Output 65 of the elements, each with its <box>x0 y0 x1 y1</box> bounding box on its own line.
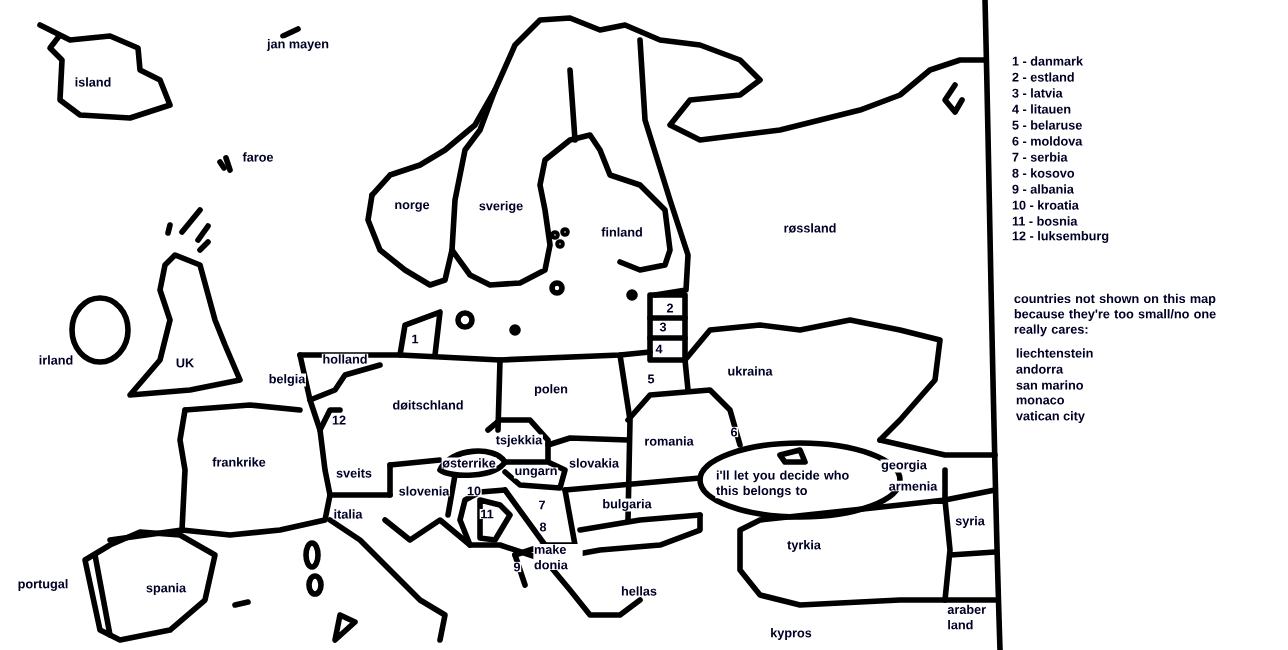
key-entry: 5 - belaruse <box>1012 120 1082 130</box>
list-item: andorra <box>1016 364 1064 374</box>
key-entry: 2 - estland <box>1012 72 1074 82</box>
number-label: 12 <box>331 414 347 426</box>
country-label: kypros <box>769 627 813 641</box>
country-label: araber land <box>946 604 994 630</box>
key-entry: 11 - bosnia <box>1012 216 1078 226</box>
country-label: jan mayen <box>266 38 330 52</box>
country-label: polen <box>533 383 569 397</box>
country-label: hellas <box>620 585 658 597</box>
country-label: tsjekkia <box>495 434 543 448</box>
country-label: UK <box>175 357 195 369</box>
country-label: romania <box>643 435 695 447</box>
number-label: 7 <box>537 500 547 511</box>
number-label: 8 <box>538 521 548 533</box>
country-label: slovenia <box>398 485 450 497</box>
key-entry: 6 - moldova <box>1012 136 1083 146</box>
country-label: østerrike <box>441 457 497 469</box>
number-label: 3 <box>658 321 668 333</box>
country-label: island <box>74 76 112 88</box>
country-label: døitschland <box>391 399 465 411</box>
country-label: røssland <box>782 222 838 234</box>
list-item: liechtenstein <box>1016 348 1093 358</box>
key-entry: 9 - albania <box>1012 184 1074 194</box>
number-label: 1 <box>410 334 420 345</box>
country-label: spania <box>145 582 187 596</box>
country-label: italia <box>332 508 364 520</box>
number-label: 5 <box>646 373 656 385</box>
country-label: sverige <box>478 200 524 214</box>
country-label: armenia <box>888 480 938 492</box>
country-label: sveits <box>335 467 373 479</box>
country-label: tyrkia <box>786 539 822 553</box>
list-item: san marino <box>1016 380 1083 390</box>
key-entry: 8 - kosovo <box>1012 168 1075 178</box>
country-label: irland <box>38 354 74 366</box>
country-label: belgia <box>268 373 306 387</box>
country-label: slovakia <box>568 457 620 469</box>
note-text: countries not shown on this map because they're too small/no one really cares: <box>1014 293 1216 337</box>
key-entry: 1 - danmark <box>1012 56 1084 66</box>
number-label: 6 <box>729 426 739 438</box>
key-entry: 10 - kroatia <box>1012 200 1079 210</box>
country-label: faroe <box>241 151 275 163</box>
number-label: 2 <box>665 302 675 314</box>
number-label: 10 <box>466 485 482 497</box>
country-label: bulgaria <box>601 498 653 512</box>
country-label: ukraina <box>726 365 774 377</box>
list-item: monaco <box>1016 397 1064 405</box>
country-label: frankrike <box>211 456 267 468</box>
key-entry: 4 - litauen <box>1012 104 1071 114</box>
country-label: finland <box>600 226 644 238</box>
list-item: vatican city <box>1016 411 1085 423</box>
country-label: portugal <box>17 578 69 592</box>
key-entry: 12 - luksemburg <box>1012 231 1109 243</box>
country-label: ungarn <box>513 467 559 479</box>
country-label: georgia <box>880 459 928 473</box>
country-label: holland <box>321 353 369 365</box>
country-label: syria <box>954 515 986 529</box>
number-label: 9 <box>512 561 522 573</box>
number-label: 4 <box>654 344 664 355</box>
country-label: make donia <box>533 544 583 570</box>
key-entry: 7 - serbia <box>1012 152 1068 162</box>
country-label: i'll let you decide who this belongs to <box>715 469 857 499</box>
number-label: 11 <box>479 509 495 520</box>
country-label: norge <box>393 201 431 213</box>
key-entry: 3 - latvia <box>1012 88 1063 98</box>
